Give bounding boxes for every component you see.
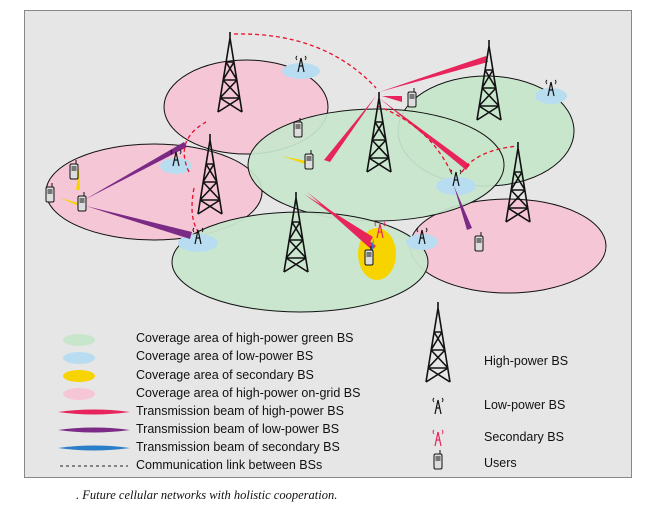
link-5 <box>461 145 519 173</box>
beams <box>60 56 488 257</box>
coverage-lp-4 <box>436 177 476 195</box>
node-label-high-power-bs: High-power BS <box>484 354 569 368</box>
legend-label-secondary-beam: Transmission beam of secondary BS <box>136 440 340 454</box>
coverage-lp-6 <box>406 234 438 250</box>
legend-label-low-power-beam: Transmission beam of low-power BS <box>136 422 340 436</box>
node-label-secondary-bs: Secondary BS <box>484 430 564 444</box>
beam-yellow-2 <box>60 198 82 207</box>
legend-label-high-power-beam: Transmission beam of high-power BS <box>136 404 344 418</box>
legend-label-low-power: Coverage area of low-power BS <box>136 349 314 363</box>
legend-label-secondary: Coverage area of secondary BS <box>136 368 314 382</box>
network-diagram <box>45 31 607 470</box>
beam-lp-1 <box>84 142 187 200</box>
legend-swatches <box>58 334 130 467</box>
legend-label-high-power-green: Coverage area of high-power green BS <box>136 331 354 345</box>
beam-hp-2 <box>324 96 376 162</box>
coverage-lp-5 <box>178 234 218 252</box>
legend-label-on-grid: Coverage area of high-power on-grid BS <box>136 386 361 400</box>
beam-hp-3 <box>379 98 470 170</box>
beam-hp-4 <box>382 96 402 102</box>
node-label-low-power-bs: Low-power BS <box>484 398 566 412</box>
legend-label-communication-link: Communication link between BSs <box>136 458 323 472</box>
link-2 <box>183 121 207 173</box>
beam-hp-6 <box>304 194 373 242</box>
node-label-users: Users <box>484 456 517 470</box>
beam-yellow-3 <box>282 156 306 164</box>
beam-hp-1 <box>379 56 488 92</box>
beam-lp-3 <box>454 186 472 230</box>
coverage-green-center <box>247 108 505 222</box>
coverage-lp-2 <box>535 88 567 104</box>
coverage-lp-1 <box>282 63 320 79</box>
legend-node-icons <box>425 301 451 470</box>
beam-lp-2 <box>86 206 192 239</box>
link-4 <box>376 105 453 175</box>
coverage-lp-3 <box>160 158 192 174</box>
figure-caption: . Future cellular networks with holistic… <box>76 488 338 502</box>
